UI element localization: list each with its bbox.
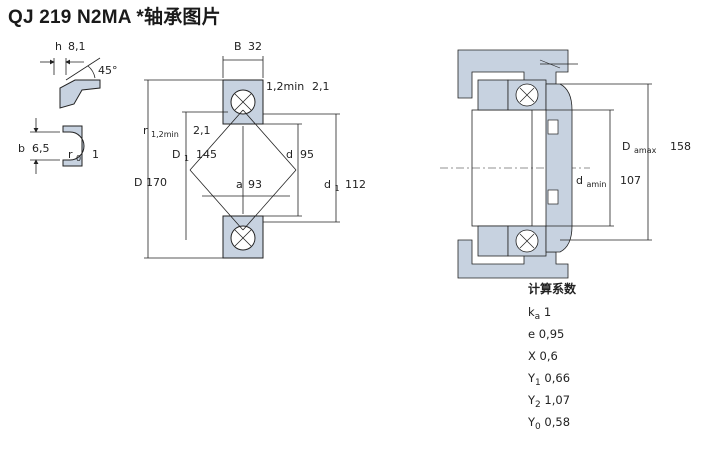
- calc-row-ka: ka 1: [528, 303, 576, 325]
- Damax-label: D: [622, 140, 630, 153]
- calc-row-x: X 0,6: [528, 347, 576, 369]
- mounting-assembly: D amax 158 d amin 107: [440, 49, 691, 279]
- damin-value: 107: [620, 174, 641, 187]
- a-label: a: [236, 178, 243, 191]
- calc-row-e: e 0,95: [528, 325, 576, 347]
- calc-value: 0,95: [538, 327, 565, 341]
- calc-value: 0,6: [539, 349, 558, 363]
- groove-detail: b 6,5 r 0 1: [18, 118, 99, 174]
- r12-left-label: r: [143, 124, 148, 137]
- damin-label: d: [576, 174, 583, 187]
- d-label: d: [286, 148, 293, 161]
- calc-row-y0: Y0 0,58: [528, 413, 576, 435]
- a-value: 93: [248, 178, 262, 191]
- calc-label: e: [528, 327, 536, 341]
- calc-value: 0,66: [544, 371, 571, 385]
- svg-text:r 1,2min: r 1,2min: [143, 124, 179, 139]
- D-value: 170: [146, 176, 167, 189]
- svg-text:D amax: D amax: [622, 140, 657, 155]
- Damax-sub: amax: [634, 146, 657, 155]
- calc-label: Y: [528, 415, 536, 429]
- d1-label: d: [324, 178, 331, 191]
- r12-top-value: 2,1: [312, 80, 330, 93]
- calc-label: k: [528, 305, 535, 319]
- r0-value: 1: [92, 148, 99, 161]
- svg-text:D 1: D 1: [172, 148, 189, 163]
- svg-text:r 0: r 0: [68, 148, 81, 163]
- calc-label: Y: [528, 371, 536, 385]
- calc-label: Y: [528, 393, 536, 407]
- r12-left-value: 2,1: [193, 124, 211, 137]
- page-title: QJ 219 N2MA *轴承图片: [8, 7, 221, 28]
- d1-sub: 1: [334, 184, 339, 193]
- r0-sub: 0: [76, 154, 81, 163]
- calc-value: 1,07: [544, 393, 571, 407]
- B-label: B: [234, 40, 242, 53]
- d-value: 95: [300, 148, 314, 161]
- r12-left-sub: 1,2min: [151, 130, 179, 139]
- calc-sub: 0: [535, 422, 541, 432]
- chamfer-detail: h 8,1 45°: [40, 40, 118, 109]
- calc-factors: 计算系数 ka 1 e 0,95 X 0,6 Y1 0,66 Y2 1,07 Y…: [528, 280, 576, 435]
- bearing-section: B 32 1,2min 2,1 r 1,2min 2,1 D 1 145 D 1…: [134, 40, 366, 259]
- r12-top-label: 1,2min: [266, 80, 304, 93]
- b-value: 6,5: [32, 142, 50, 155]
- D1-value: 145: [196, 148, 217, 161]
- calc-row-y1: Y1 0,66: [528, 369, 576, 391]
- calc-sub: 2: [535, 400, 541, 410]
- r0-label: r: [68, 148, 73, 161]
- damin-sub: amin: [586, 180, 606, 189]
- svg-text:d 1: d 1: [324, 178, 340, 193]
- calc-row-y2: Y2 1,07: [528, 391, 576, 413]
- angle-label: 45°: [98, 64, 118, 77]
- h-value: 8,1: [68, 40, 86, 53]
- d1-value: 112: [345, 178, 366, 191]
- B-value: 32: [248, 40, 262, 53]
- calc-sub: a: [534, 312, 541, 322]
- h-label: h: [55, 40, 62, 53]
- calc-value: 0,58: [544, 415, 571, 429]
- svg-text:d amin: d amin: [576, 174, 606, 189]
- calc-sub: 1: [535, 378, 541, 388]
- D1-label: D: [172, 148, 180, 161]
- Damax-value: 158: [670, 140, 691, 153]
- D-label: D: [134, 176, 142, 189]
- D1-sub: 1: [184, 154, 189, 163]
- b-label: b: [18, 142, 25, 155]
- calc-label: X: [528, 349, 536, 363]
- calc-value: 1: [543, 305, 552, 319]
- calc-header: 计算系数: [528, 282, 577, 296]
